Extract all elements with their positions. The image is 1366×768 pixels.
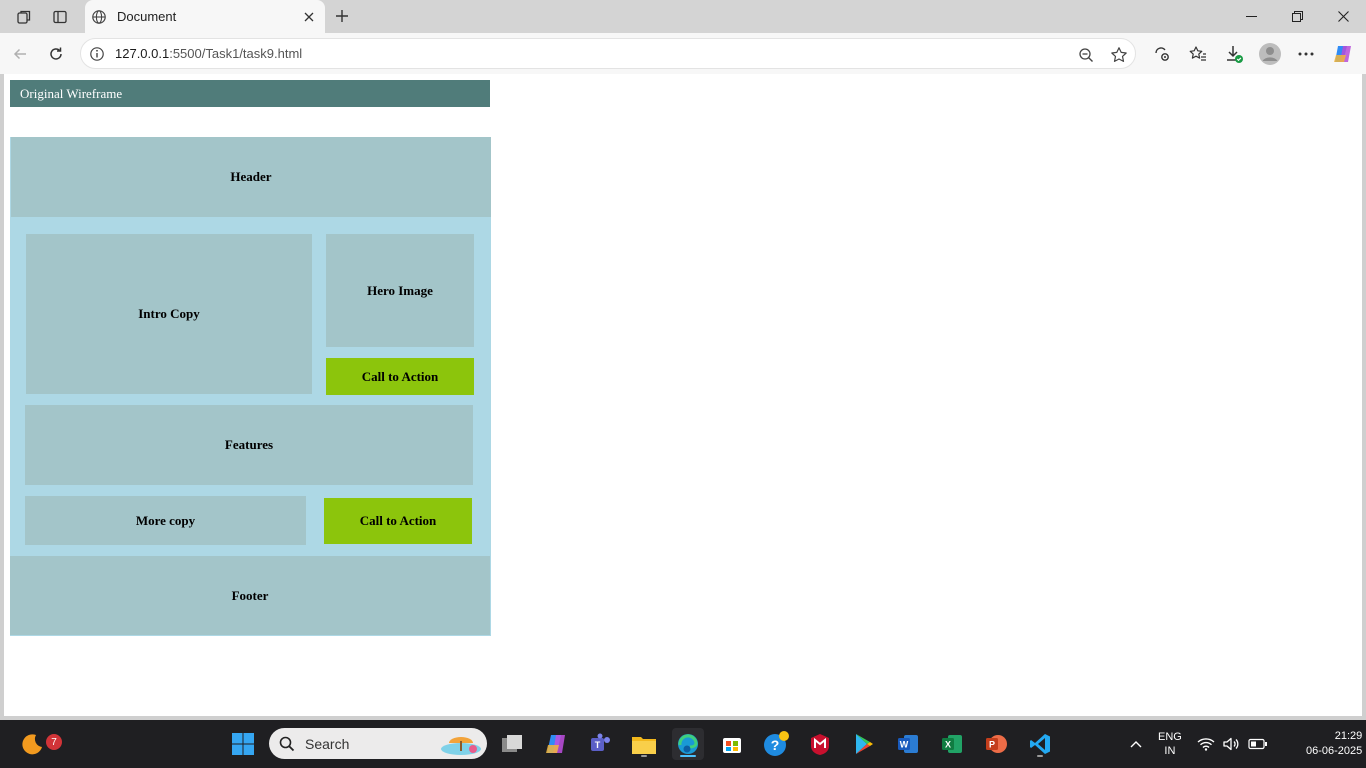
volume-icon[interactable] bbox=[1220, 728, 1242, 760]
copilot-app-icon[interactable] bbox=[540, 728, 572, 760]
notification-badge: 7 bbox=[46, 734, 62, 750]
new-tab-button[interactable] bbox=[330, 4, 354, 28]
clock-date: 06-06-2025 bbox=[1306, 745, 1363, 757]
footer-block: Footer bbox=[10, 556, 490, 635]
close-window-button[interactable] bbox=[1320, 0, 1366, 33]
intro-copy-block: Intro Copy bbox=[26, 234, 312, 394]
active-indicator bbox=[680, 755, 696, 757]
windows-taskbar: 7 Search T ? W bbox=[0, 720, 1366, 768]
wifi-icon[interactable] bbox=[1196, 728, 1216, 760]
microsoft-store-icon[interactable] bbox=[716, 728, 748, 760]
workspaces-icon[interactable] bbox=[11, 5, 37, 29]
word-icon[interactable]: W bbox=[892, 728, 924, 760]
browser-toolbar: 127.0.0.1:5500/Task1/task9.html bbox=[0, 33, 1366, 74]
wireframe-title: Original Wireframe bbox=[10, 80, 490, 107]
teams-icon[interactable]: T bbox=[584, 728, 616, 760]
start-button[interactable] bbox=[227, 728, 259, 760]
help-icon[interactable]: ? bbox=[760, 728, 792, 760]
excel-icon[interactable]: X bbox=[936, 728, 968, 760]
wireframe-container: Header Intro Copy Hero Image Call to Act… bbox=[10, 137, 491, 636]
svg-text:?: ? bbox=[771, 737, 780, 753]
svg-text:W: W bbox=[900, 740, 909, 750]
restore-button[interactable] bbox=[1274, 0, 1320, 33]
close-tab-icon[interactable] bbox=[297, 5, 321, 29]
features-block: Features bbox=[25, 405, 473, 485]
running-indicator bbox=[641, 755, 647, 757]
chevron-up-icon[interactable] bbox=[1120, 728, 1152, 760]
region-code: IN bbox=[1164, 745, 1176, 757]
svg-text:P: P bbox=[989, 740, 995, 750]
url-text: 127.0.0.1:5500/Task1/task9.html bbox=[115, 46, 302, 61]
page-viewport: Original Wireframe Header Intro Copy Her… bbox=[4, 74, 1362, 716]
refresh-button[interactable] bbox=[42, 40, 70, 68]
search-highlight-icon bbox=[439, 731, 483, 757]
profile-avatar[interactable] bbox=[1258, 42, 1282, 66]
powerpoint-icon[interactable]: P bbox=[980, 728, 1012, 760]
call-to-action-button[interactable]: Call to Action bbox=[326, 358, 474, 395]
call-to-action-button-secondary[interactable]: Call to Action bbox=[324, 498, 472, 544]
globe-icon bbox=[91, 9, 107, 25]
language-code: ENG bbox=[1158, 731, 1182, 743]
svg-text:X: X bbox=[945, 740, 951, 750]
search-placeholder: Search bbox=[305, 735, 350, 752]
zoom-out-icon[interactable] bbox=[1076, 45, 1096, 65]
taskbar-search[interactable]: Search bbox=[269, 728, 487, 759]
favorite-star-icon[interactable] bbox=[1109, 45, 1129, 65]
tab-actions-icon[interactable] bbox=[47, 5, 73, 29]
svg-text:T: T bbox=[595, 740, 601, 750]
search-icon bbox=[279, 736, 295, 752]
downloads-icon[interactable] bbox=[1222, 42, 1246, 66]
vscode-icon[interactable] bbox=[1024, 728, 1056, 760]
back-button[interactable] bbox=[6, 40, 34, 68]
url-host: 127.0.0.1 bbox=[115, 46, 170, 61]
address-bar[interactable]: 127.0.0.1:5500/Task1/task9.html bbox=[80, 38, 1136, 69]
tab-document[interactable]: Document bbox=[85, 0, 325, 33]
running-indicator bbox=[1037, 755, 1043, 757]
edge-browser-icon[interactable] bbox=[672, 728, 704, 760]
more-copy-block: More copy bbox=[25, 496, 306, 545]
url-path: :5500/Task1/task9.html bbox=[169, 46, 303, 61]
task-view-icon[interactable] bbox=[496, 728, 528, 760]
file-explorer-icon[interactable] bbox=[628, 728, 660, 760]
header-block: Header bbox=[11, 137, 491, 217]
extension-icon[interactable] bbox=[1150, 42, 1174, 66]
mcafee-icon[interactable] bbox=[804, 728, 836, 760]
site-info-icon[interactable] bbox=[89, 46, 105, 62]
clock-time: 21:29 bbox=[1334, 730, 1363, 742]
copilot-icon[interactable] bbox=[1331, 42, 1355, 66]
hero-image-block: Hero Image bbox=[326, 234, 474, 347]
minimize-button[interactable] bbox=[1228, 0, 1274, 33]
more-menu-icon[interactable] bbox=[1294, 42, 1318, 66]
tab-title: Document bbox=[117, 9, 177, 24]
browser-tab-strip: Document bbox=[0, 0, 1366, 33]
google-play-icon[interactable] bbox=[848, 728, 880, 760]
battery-icon[interactable] bbox=[1246, 728, 1270, 760]
system-clock[interactable]: 21:29 06-06-2025 bbox=[1306, 729, 1362, 759]
language-indicator[interactable]: ENG IN bbox=[1158, 730, 1182, 758]
favorites-icon[interactable] bbox=[1186, 42, 1210, 66]
weather-widget-icon[interactable]: 7 bbox=[16, 728, 62, 760]
